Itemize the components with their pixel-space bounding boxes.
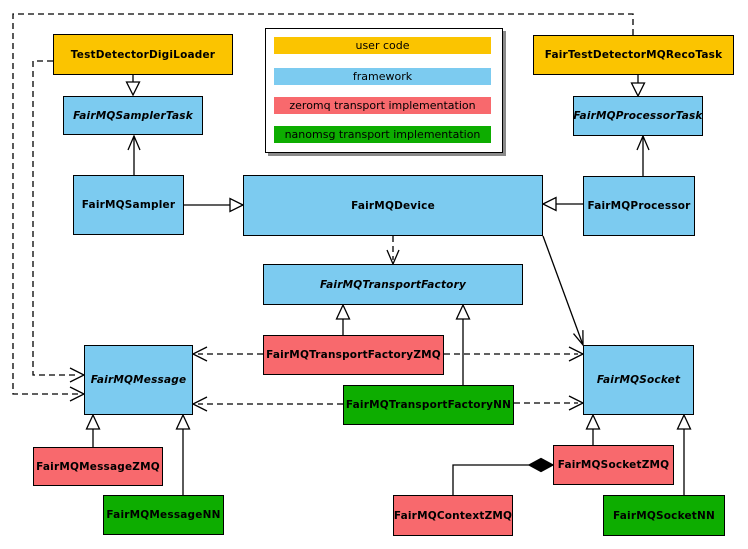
- node-fairmqsocketnn: FairMQSocketNN: [603, 495, 725, 536]
- edge-recotask-processortask: [630, 75, 646, 98]
- legend-item-user-code: user code: [274, 37, 491, 54]
- node-fairmqtransportfactorynn: FairMQTransportFactoryNN: [343, 385, 514, 425]
- edge-processor-processortask: [636, 134, 650, 176]
- edge-loader-samplertask: [125, 75, 141, 97]
- node-fairmqsocketzmq: FairMQSocketZMQ: [553, 445, 674, 485]
- edge-factoryzmq-message: [191, 346, 263, 362]
- edge-factorynn-message: [191, 396, 343, 412]
- edge-socketzmq-socket: [585, 413, 601, 445]
- edge-socketnn-socket: [676, 413, 692, 495]
- node-fairmqmessagezmq: FairMQMessageZMQ: [33, 447, 163, 486]
- edge-factorynn-factory: [455, 303, 471, 385]
- node-fairmqmessage: FairMQMessage: [84, 345, 193, 415]
- edge-device-socket: [542, 235, 584, 347]
- node-fairmqdevice: FairMQDevice: [243, 175, 543, 236]
- legend-item-zeromq: zeromq transport implementation: [274, 97, 491, 114]
- node-fairmqprocessortask: FairMQProcessorTask: [573, 96, 703, 136]
- edge-processor-device: [541, 196, 583, 212]
- edge-device-transportfactory: [386, 236, 400, 266]
- node-fairmqsamplertask: FairMQSamplerTask: [63, 96, 203, 135]
- legend-item-framework: framework: [274, 68, 491, 85]
- node-fairmqprocessor: FairMQProcessor: [583, 176, 695, 236]
- legend-box: user code framework zeromq transport imp…: [265, 28, 503, 153]
- node-fairtestdetectormqrecotask: FairTestDetectorMQRecoTask: [533, 35, 734, 75]
- edge-sampler-device: [184, 197, 245, 213]
- node-fairmqcontextzmq: FairMQContextZMQ: [393, 495, 513, 536]
- edge-messagezmq-message: [85, 413, 101, 447]
- node-fairmqmessagenn: FairMQMessageNN: [103, 495, 224, 535]
- node-fairmqtransportfactory: FairMQTransportFactory: [263, 264, 523, 305]
- edge-messagenn-message: [175, 413, 191, 495]
- edge-factorynn-socket: [514, 395, 585, 411]
- edge-factoryzmq-factory: [335, 303, 351, 335]
- node-testdetectordigiloader: TestDetectorDigiLoader: [53, 34, 233, 75]
- edge-contextzmq-socketzmq: [452, 457, 555, 495]
- edge-sampler-samplertask: [127, 134, 141, 175]
- node-fairmqsampler: FairMQSampler: [73, 175, 184, 235]
- node-fairmqsocket: FairMQSocket: [583, 345, 694, 415]
- edge-factoryzmq-socket: [444, 346, 585, 362]
- legend-item-nanomsg: nanomsg transport implementation: [274, 126, 491, 143]
- node-fairmqtransportfactoryzmq: FairMQTransportFactoryZMQ: [263, 335, 444, 375]
